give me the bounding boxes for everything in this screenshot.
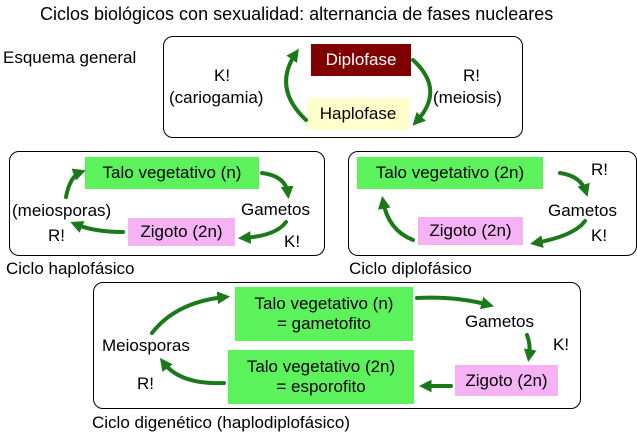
haplo-cycle-label: Ciclo haplofásico — [6, 259, 135, 278]
haplo-meiosporas-to-talo-arrow — [64, 168, 86, 199]
digen-talo-n-line2: = gametofito — [276, 314, 372, 333]
digen-gametos-to-zigoto-arrow — [523, 333, 537, 363]
digen-talo-2n-line2: = esporofito — [276, 377, 366, 396]
diplo-talo-label: Talo vegetativo (2n) — [375, 163, 525, 182]
haplo-gametos-label: Gametos — [241, 200, 310, 219]
diplo-zigoto-label: Zigoto (2n) — [429, 221, 512, 240]
haplo-zigoto-box: Zigoto (2n) — [128, 218, 235, 246]
haplo-talo-box: Talo vegetativo (n) — [85, 157, 259, 189]
haplo-talo-label: Talo vegetativo (n) — [102, 163, 242, 182]
haplo-meiosporas-label: (meiosporas) — [12, 201, 112, 220]
diplofase-box: Diplofase — [311, 44, 411, 76]
digen-talo-2n-box: Talo vegetativo (2n) = esporofito — [228, 350, 414, 404]
haplo-r-label: R! — [48, 226, 65, 245]
general-cariogamia-label: (cariogamia) — [169, 88, 264, 107]
digen-talo-n-to-gametos-arrow — [415, 295, 494, 310]
haplo-zigoto-to-meiosporas-arrow — [70, 221, 125, 234]
diplo-cycle-label: Ciclo diplofásico — [349, 259, 472, 278]
page-title: Ciclos biológicos con sexualidad: altern… — [40, 4, 554, 24]
digen-zigoto-box: Zigoto (2n) — [455, 365, 558, 396]
digen-talo-n-box: Talo vegetativo (n) = gametofito — [235, 287, 413, 341]
haplo-k-label: K! — [284, 232, 301, 251]
digen-k-label: K! — [553, 335, 570, 354]
haplofase-label: Haplofase — [319, 104, 397, 123]
general-k-label: K! — [214, 66, 231, 85]
diplo-talo-box: Talo vegetativo (2n) — [357, 157, 543, 189]
diplo-gametos-label: Gametos — [548, 201, 617, 220]
diplofase-label: Diplofase — [325, 50, 397, 69]
general-cariogamia-arrow — [284, 48, 308, 122]
digen-cycle-label: Ciclo digenético (haplodiplofásico) — [92, 413, 350, 432]
digen-r-label: R! — [137, 374, 154, 393]
diplo-talo-to-gametos-arrow — [558, 171, 590, 197]
digen-meiosporas-label: Meiosporas — [102, 336, 190, 355]
diplo-zigoto-to-talo-arrow — [378, 195, 415, 242]
diplo-gametos-to-zigoto-arrow — [529, 219, 587, 248]
haplo-talo-to-gametos-arrow — [260, 171, 294, 200]
digen-talo-2n-to-meiosporas-arrow — [159, 357, 226, 386]
haplo-gametos-to-zigoto-arrow — [237, 220, 288, 244]
diplo-k-label: K! — [591, 226, 608, 245]
diplo-zigoto-box: Zigoto (2n) — [418, 217, 523, 245]
general-meiosis-label: (meiosis) — [433, 88, 502, 107]
digen-zigoto-label: Zigoto (2n) — [465, 370, 548, 390]
digen-gametos-label: Gametos — [465, 312, 534, 331]
digen-talo-n-line1: Talo vegetativo (n) — [254, 294, 394, 313]
general-r-label: R! — [463, 66, 480, 85]
digen-talo-2n-line1: Talo vegetativo (2n) — [246, 357, 396, 376]
diplo-r-label: R! — [591, 160, 608, 179]
general-scheme-label: Esquema general — [3, 48, 137, 67]
digen-meiosporas-to-talo-n-arrow — [150, 291, 231, 335]
haplo-zigoto-label: Zigoto (2n) — [140, 222, 223, 241]
general-meiosis-arrow — [411, 58, 433, 126]
haplofase-box: Haplofase — [307, 98, 409, 130]
